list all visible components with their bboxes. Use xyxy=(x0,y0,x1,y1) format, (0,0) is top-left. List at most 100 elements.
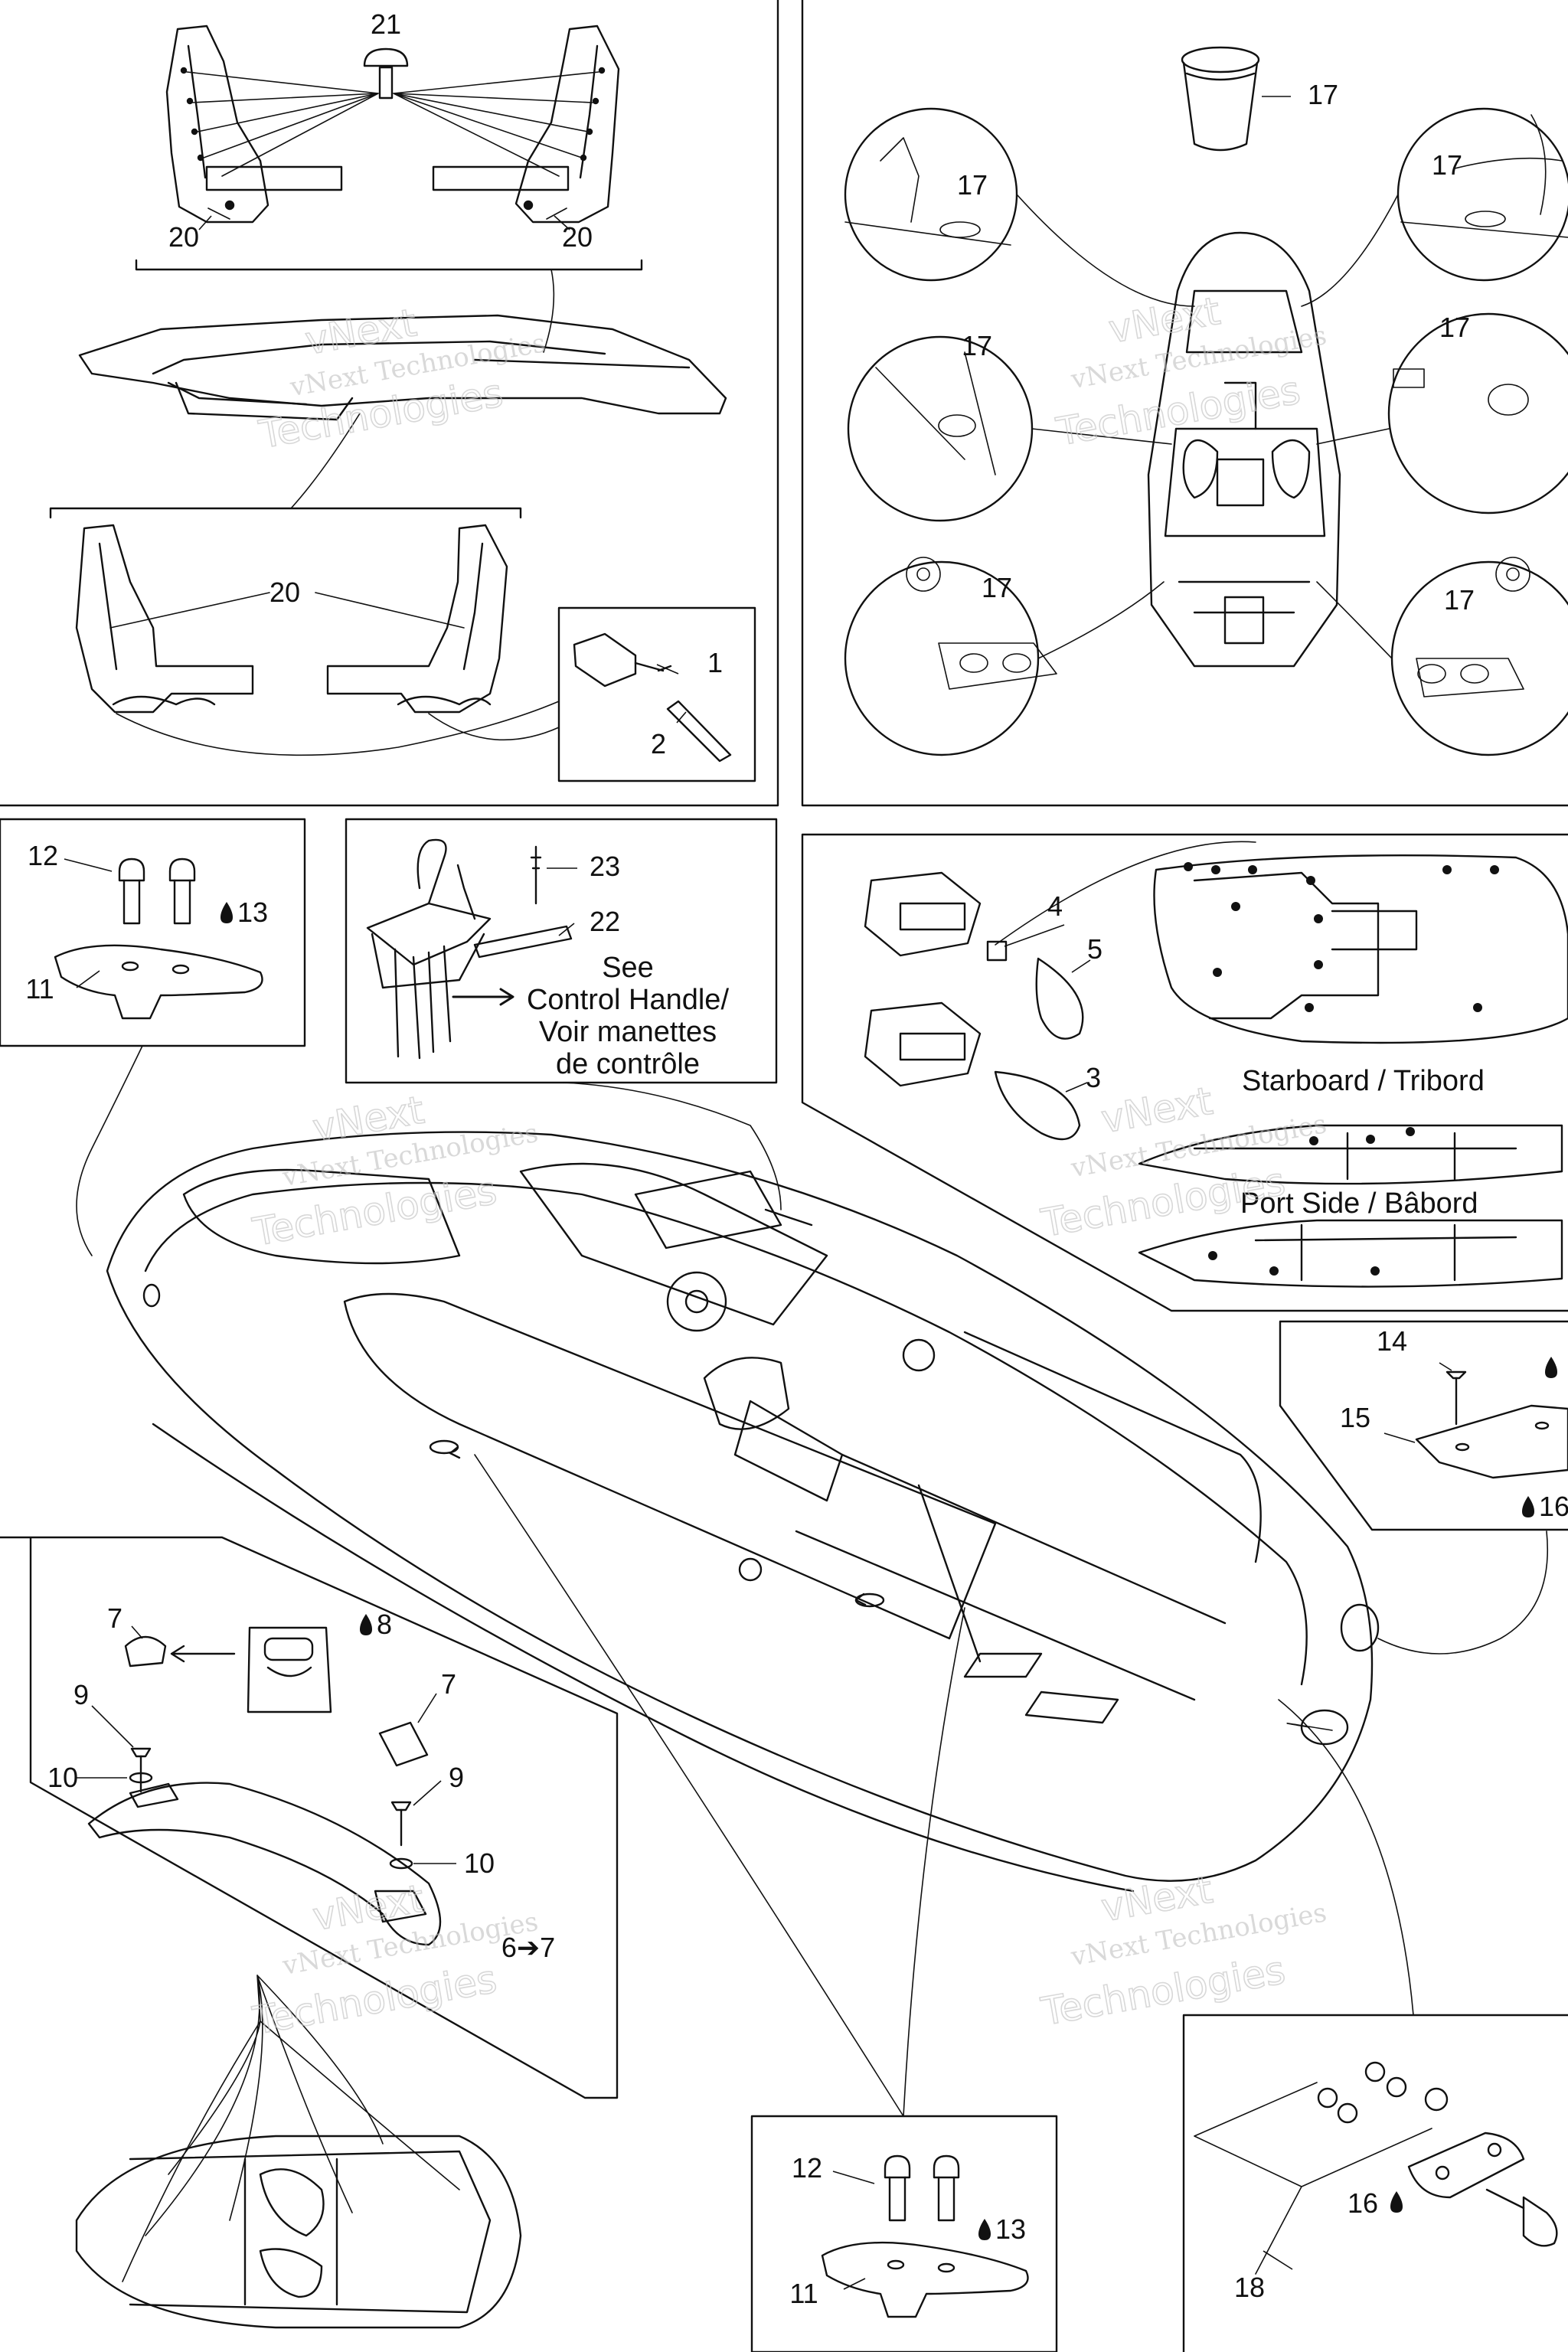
nuts-18 xyxy=(1317,2061,1449,2124)
backrest-lower-left xyxy=(75,524,254,714)
label-6to7: 6➔7 xyxy=(501,1932,555,1963)
bracket-18 xyxy=(1194,2082,1432,2275)
label-18: 18 xyxy=(1234,2272,1265,2303)
main-boat xyxy=(106,1131,1380,1893)
label-17d: 17 xyxy=(962,330,992,361)
label-17f: 17 xyxy=(982,572,1012,603)
screw-12d xyxy=(933,2154,960,2222)
backrest-lower-right xyxy=(326,524,508,714)
hull-piece-upper xyxy=(864,871,982,957)
zoom-details xyxy=(844,114,1568,697)
arrow-side-cleat xyxy=(854,1592,867,1606)
label-12b: 12 xyxy=(792,2152,822,2184)
screw-9a xyxy=(130,1747,152,1793)
drop-icon xyxy=(1522,1496,1534,1517)
text-control-handle: Control Handle/ xyxy=(527,984,729,1016)
backrest-leader-fan xyxy=(186,71,599,177)
screw-9b xyxy=(390,1801,412,1847)
arrow-see xyxy=(452,988,514,1006)
bracket-mid xyxy=(49,507,522,519)
label-5: 5 xyxy=(1087,933,1102,965)
label-4: 4 xyxy=(1047,890,1063,922)
label-17g: 17 xyxy=(1444,584,1475,616)
plate-8 xyxy=(247,1626,332,1713)
label-20a: 20 xyxy=(168,221,199,253)
loctite-drop-icons xyxy=(220,902,1557,2240)
clip-7b xyxy=(378,1721,429,1767)
label-10b: 10 xyxy=(464,1847,495,1879)
tie-3 xyxy=(994,1070,1081,1141)
screw-12a xyxy=(118,858,145,925)
drop-icon xyxy=(1545,1357,1557,1378)
label-13a: 13 xyxy=(237,897,268,928)
label-20b: 20 xyxy=(562,221,593,253)
hull-piece-lower xyxy=(864,1001,982,1087)
grab-handle xyxy=(87,1782,442,1946)
drop-icon xyxy=(220,902,233,923)
inset-connector xyxy=(557,606,756,782)
starboard-hull xyxy=(1138,1124,1563,1185)
label-17c: 17 xyxy=(1432,149,1462,181)
label-3: 3 xyxy=(1086,1062,1101,1093)
screw-21 xyxy=(363,47,409,100)
cleat-11b xyxy=(821,2241,1029,2318)
frame-cleat-topleft xyxy=(0,818,306,1047)
label-17a: 17 xyxy=(1308,79,1338,110)
plate-16 xyxy=(1407,2132,1525,2199)
label-9a: 9 xyxy=(74,1679,89,1710)
frame-top-right xyxy=(801,0,1568,807)
fastener-connector-arc xyxy=(995,841,1256,946)
frame-fasteners xyxy=(801,833,1568,1312)
backrest-top-left xyxy=(165,24,343,224)
label-10a: 10 xyxy=(47,1762,78,1793)
zoom-connectors xyxy=(1016,194,1399,659)
label-13b: 13 xyxy=(995,2213,1026,2245)
cross-leaders xyxy=(76,1045,1549,2117)
text-port-side: Port Side / Bâbord xyxy=(1240,1187,1478,1220)
label-7b: 7 xyxy=(441,1668,456,1700)
connector-4 xyxy=(986,940,1008,962)
drop-icon xyxy=(360,1614,372,1635)
frame-bottom-right xyxy=(1182,2014,1568,2352)
label-11b: 11 xyxy=(789,2278,818,2309)
port-hull xyxy=(1138,1219,1563,1288)
label-1: 1 xyxy=(707,647,723,678)
label-16b: 16 xyxy=(1348,2187,1378,2219)
fastener-dots xyxy=(1184,862,1499,1276)
cleat-15 xyxy=(1415,1404,1568,1479)
backrest-top-right xyxy=(432,24,620,224)
deck-side-view xyxy=(78,314,727,421)
frame-cleat-right xyxy=(1279,1320,1568,1531)
bracket-top xyxy=(135,259,643,271)
pin-23 xyxy=(530,845,542,905)
washer-10a xyxy=(129,1772,153,1784)
label-16a: 16 xyxy=(1539,1491,1568,1522)
top-boat-plan xyxy=(1147,231,1341,668)
screw-14 xyxy=(1446,1370,1467,1426)
text-starboard: Starboard / Tribord xyxy=(1242,1065,1485,1097)
callout-labels: 21 20 20 20 1 2 17 17 17 17 17 17 17 12 … xyxy=(25,8,1568,2309)
arrow-main-cleat xyxy=(449,1446,461,1459)
label-15: 15 xyxy=(1340,1402,1370,1433)
label-2: 2 xyxy=(651,728,666,760)
control-handle xyxy=(366,838,492,1060)
label-11a: 11 xyxy=(25,973,54,1004)
text-voir-manettes: Voir manettes xyxy=(539,1016,717,1048)
text-see: See xyxy=(602,952,654,984)
fastener-hull-top xyxy=(1153,854,1568,1044)
frame-control xyxy=(345,818,778,1084)
screw-12b xyxy=(168,858,196,925)
frame-grab-handle xyxy=(0,1536,619,2099)
connector-leaders xyxy=(116,269,560,756)
drop-icon xyxy=(1390,2191,1403,2213)
text-de-controle: de contrôle xyxy=(556,1048,700,1080)
washer-10b xyxy=(389,1857,413,1870)
tie-2 xyxy=(666,700,732,763)
label-7a: 7 xyxy=(107,1602,122,1634)
label-20c: 20 xyxy=(270,577,300,608)
watermarks: vNext Technologies Technologies vNext vN… xyxy=(249,288,1329,2043)
label-22: 22 xyxy=(590,906,620,937)
label-8: 8 xyxy=(377,1609,392,1640)
